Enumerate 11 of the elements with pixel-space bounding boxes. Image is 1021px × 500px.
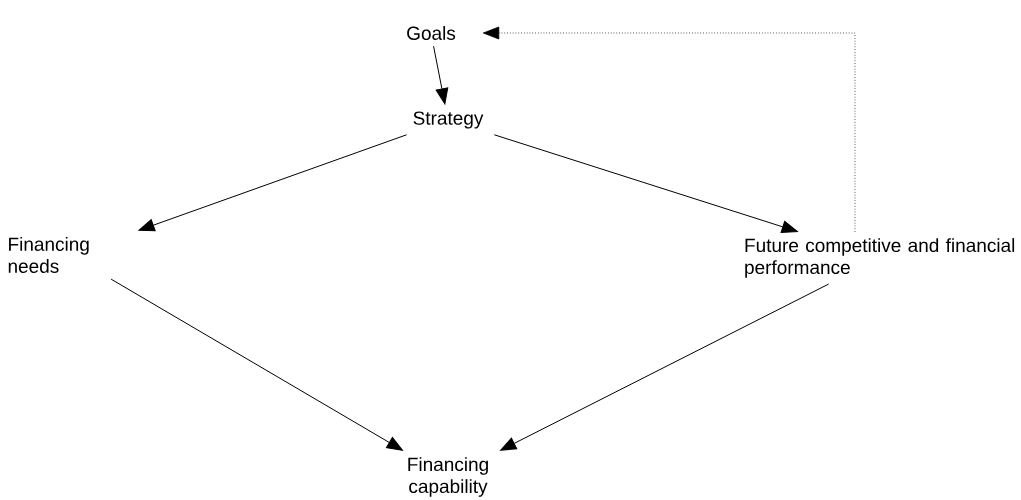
text-label: Strategy xyxy=(413,111,484,129)
arrow xyxy=(433,45,449,105)
arrow xyxy=(493,134,798,234)
text-label: Future competitive and financial performance xyxy=(745,238,1015,278)
arrow xyxy=(138,134,408,232)
arrow xyxy=(500,283,830,451)
text-label: Financing capability xyxy=(408,457,488,497)
arrow xyxy=(482,26,856,233)
text-label: Goals xyxy=(407,26,456,40)
arrow xyxy=(110,278,403,451)
text-label: Financing needs xyxy=(8,237,89,273)
